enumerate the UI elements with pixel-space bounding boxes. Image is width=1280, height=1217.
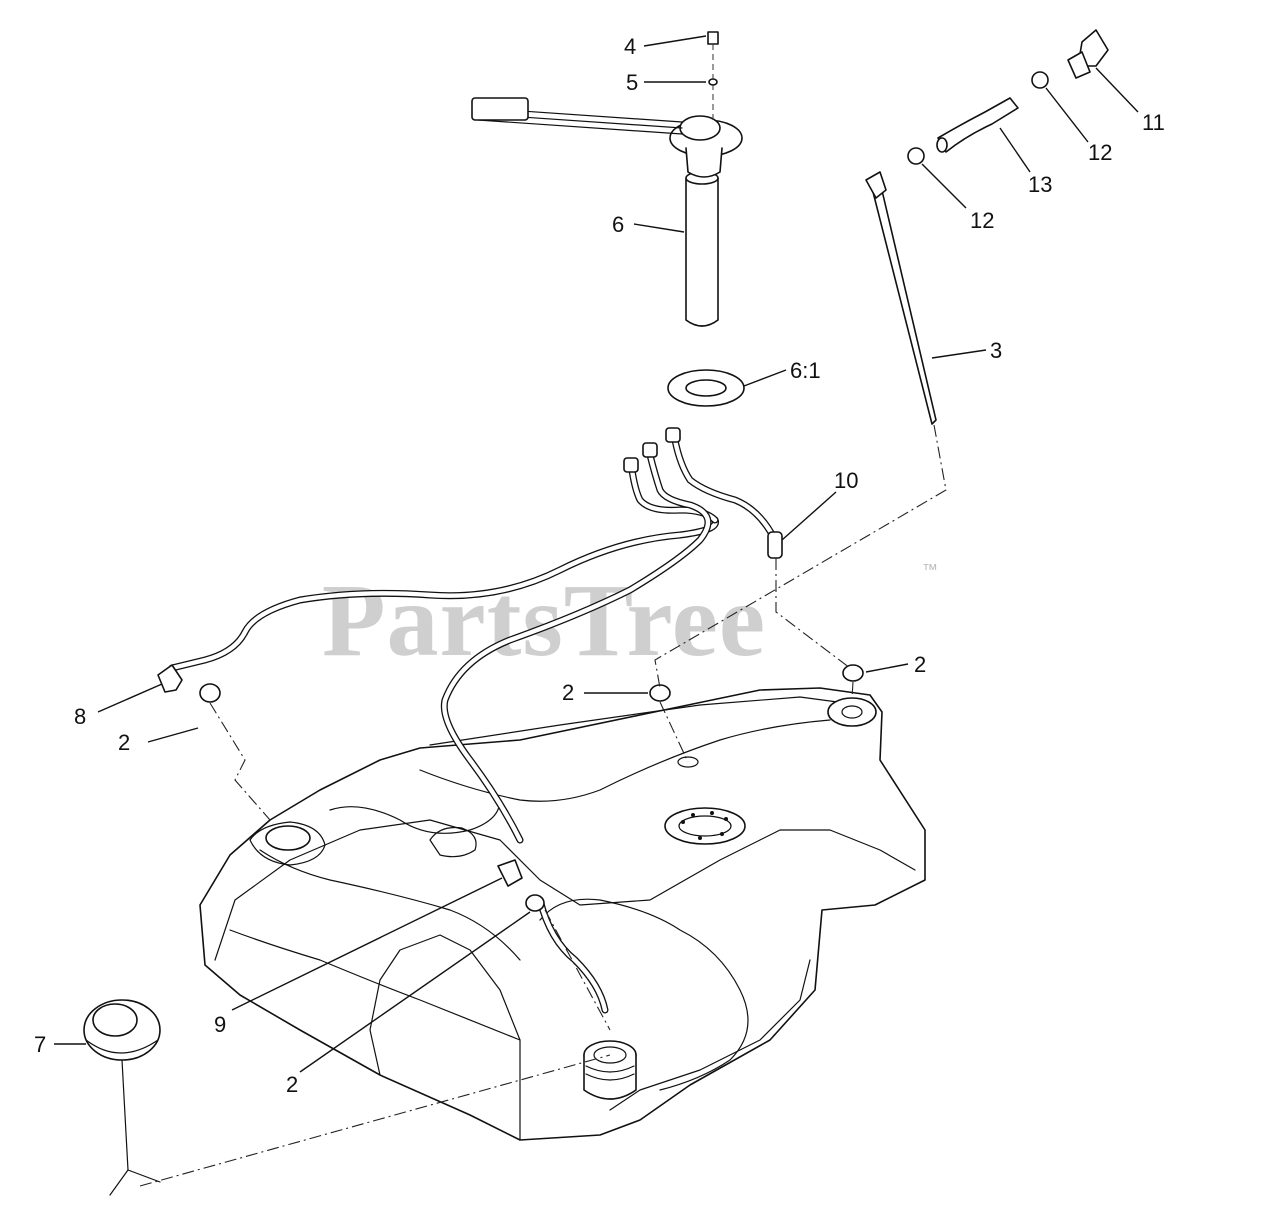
grommets bbox=[199, 664, 864, 912]
fuel-hose bbox=[936, 97, 1019, 153]
hose-clamps bbox=[907, 71, 1049, 165]
callout-6-1: 6:1 bbox=[790, 358, 821, 383]
callout-2-bottom: 2 bbox=[286, 1072, 298, 1097]
dip-tube bbox=[865, 171, 937, 425]
assembly-lines bbox=[139, 424, 947, 1187]
tee-fitting bbox=[497, 859, 523, 887]
callout-11: 11 bbox=[1142, 110, 1165, 135]
callout-12-upper: 12 bbox=[1088, 140, 1112, 165]
callout-10: 10 bbox=[834, 468, 858, 493]
callout-13: 13 bbox=[1028, 172, 1052, 197]
fuel-tank bbox=[199, 687, 926, 1141]
callout-6: 6 bbox=[612, 212, 624, 237]
screw-and-washer bbox=[707, 31, 719, 120]
elbow-fitting-10 bbox=[767, 531, 783, 559]
fuel-sending-unit bbox=[471, 97, 743, 327]
sending-unit-gasket bbox=[667, 369, 745, 407]
watermark-trademark: ™ bbox=[922, 562, 938, 579]
watermark-text: PartsTree bbox=[322, 563, 766, 678]
callout-8: 8 bbox=[74, 704, 86, 729]
callout-9: 9 bbox=[214, 1012, 226, 1037]
callout-5: 5 bbox=[626, 70, 638, 95]
fuel-shutoff-valve bbox=[1067, 29, 1109, 79]
callout-3: 3 bbox=[990, 338, 1002, 363]
callout-labels: 4 5 6 6:1 3 10 11 12 13 12 2 2 2 8 9 2 7 bbox=[34, 34, 1165, 1097]
elbow-fitting-left bbox=[157, 664, 183, 693]
leader-lines bbox=[54, 35, 1139, 1073]
callout-7: 7 bbox=[34, 1032, 46, 1057]
callout-2-left: 2 bbox=[118, 730, 130, 755]
fuel-cap bbox=[83, 999, 161, 1196]
watermark: PartsTree ™ bbox=[322, 562, 938, 678]
callout-2-right: 2 bbox=[914, 652, 926, 677]
callout-2-middle: 2 bbox=[562, 680, 574, 705]
callout-12-lower: 12 bbox=[970, 208, 994, 233]
callout-4: 4 bbox=[624, 34, 636, 59]
fuel-lines bbox=[168, 427, 779, 1014]
